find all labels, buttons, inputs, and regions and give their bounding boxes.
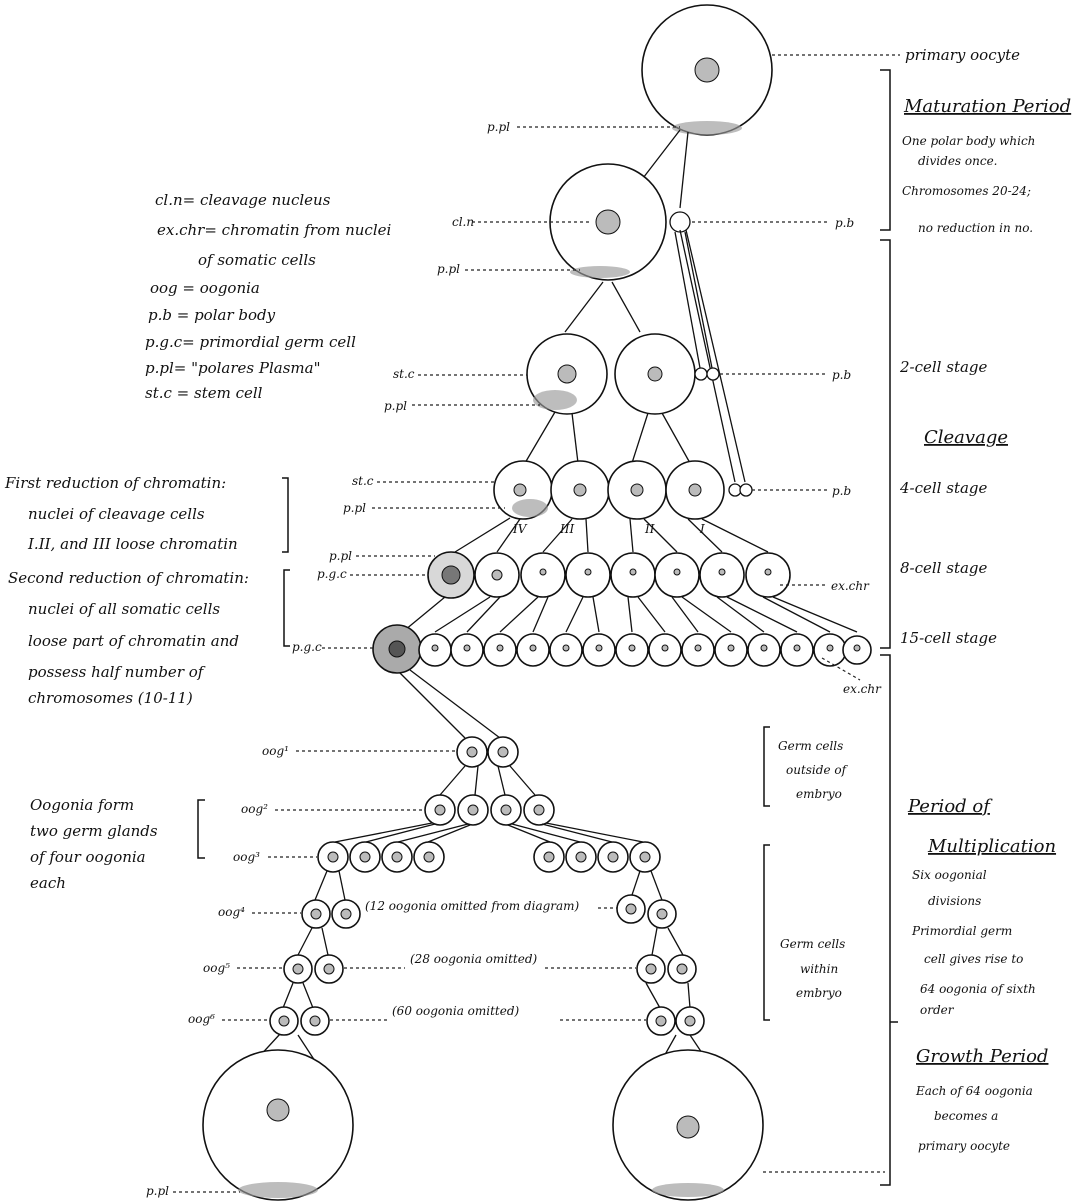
label-ppl-2: p.pl xyxy=(437,262,460,276)
oogonia-form-4: each xyxy=(30,874,66,892)
label-oog1: oog¹ xyxy=(262,744,289,758)
first-reduction-2: nuclei of cleavage cells xyxy=(28,505,205,523)
primary-oocyte-left xyxy=(203,1050,353,1200)
germ-outside-3: embryo xyxy=(796,787,842,801)
second-reduction-2: nuclei of all somatic cells xyxy=(28,600,220,618)
second-reduction-1: Second reduction of chromatin: xyxy=(8,569,249,587)
label-oog2: oog² xyxy=(241,802,268,816)
label-oog6: oog⁶ xyxy=(188,1012,215,1026)
maturation-note-2: divides once. xyxy=(918,154,997,168)
label-oog4: oog⁴ xyxy=(218,905,245,919)
germ-within-1: Germ cells xyxy=(780,937,845,951)
first-reduction-1: First reduction of chromatin: xyxy=(4,474,226,492)
legend: cl.n= cleavage nucleus ex.chr= chromatin… xyxy=(145,191,391,402)
label-stc-2: st.c xyxy=(352,474,374,488)
label-pb-3: p.b xyxy=(832,484,851,498)
second-reduction-3: loose part of chromatin and xyxy=(28,632,239,650)
mult-note-3: Primordial germ xyxy=(911,924,1012,938)
mult-note-4: cell gives rise to xyxy=(924,952,1023,966)
heading-maturation-period: Maturation Period xyxy=(903,96,1071,117)
mult-note-5: 64 oogonia of sixth xyxy=(920,982,1036,996)
growth-note-3: primary oocyte xyxy=(918,1139,1010,1153)
germ-outside-2: outside of xyxy=(786,763,849,777)
label-eight-cell: 8-cell stage xyxy=(900,559,988,577)
mult-note-2: divisions xyxy=(928,894,981,908)
legend-line-1: cl.n= cleavage nucleus xyxy=(155,191,331,209)
oogonia-form-1: Oogonia form xyxy=(30,796,134,814)
heading-cleavage: Cleavage xyxy=(924,427,1008,448)
four-cell-stage xyxy=(494,461,724,519)
primary-oocyte-right xyxy=(613,1050,763,1200)
label-fifteen-cell: 15-cell stage xyxy=(900,629,997,647)
heading-growth-period: Growth Period xyxy=(916,1046,1048,1067)
label-omit28: (28 oogonia omitted) xyxy=(410,952,538,966)
legend-line-8: st.c = stem cell xyxy=(145,384,263,402)
cleavage-cell-1 xyxy=(550,164,666,280)
label-oog5: oog⁵ xyxy=(203,961,230,975)
legend-line-2: ex.chr= chromatin from nuclei xyxy=(157,221,391,239)
maturation-note-3: Chromosomes 20-24; xyxy=(902,184,1031,198)
label-two-cell: 2-cell stage xyxy=(899,358,988,376)
second-reduction-5: chromosomes (10-11) xyxy=(28,689,193,707)
label-ppl-5: p.pl xyxy=(329,549,352,563)
mult-note-6: order xyxy=(920,1003,955,1017)
growth-note-1: Each of 64 oogonia xyxy=(915,1084,1033,1098)
legend-line-7: p.pl= "polares Plasma" xyxy=(145,359,321,377)
primary-oocyte-top xyxy=(642,5,900,135)
germ-within-2: within xyxy=(800,962,838,976)
polar-body-1 xyxy=(670,212,690,232)
roman-4: IV xyxy=(512,522,528,536)
oogonia-form-2: two germ glands xyxy=(30,822,158,840)
growth-note-2: becomes a xyxy=(934,1109,998,1123)
legend-line-6: p.g.c= primordial germ cell xyxy=(145,333,356,351)
legend-line-3: of somatic cells xyxy=(198,251,316,269)
label-pgc-2: p.g.c xyxy=(292,640,322,654)
label-oog3: oog³ xyxy=(233,850,260,864)
label-ppl-6: p.pl xyxy=(146,1184,169,1198)
mult-note-1: Six oogonial xyxy=(912,868,987,882)
label-stc-1: st.c xyxy=(393,367,415,381)
legend-line-4: oog = oogonia xyxy=(150,279,260,297)
heading-period-mult-1: Period of xyxy=(907,796,993,817)
second-reduction-4: possess half number of xyxy=(28,663,206,681)
maturation-note-1: One polar body which xyxy=(902,134,1035,148)
oog3-cells xyxy=(318,842,660,872)
label-cln: cl.n xyxy=(452,215,474,229)
label-exchr-1: ex.chr xyxy=(831,579,870,593)
label-exchr-2: ex.chr xyxy=(843,682,882,696)
eight-cell-stage xyxy=(428,552,790,598)
label-ppl-3: p.pl xyxy=(384,399,407,413)
label-omit60: (60 oogonia omitted) xyxy=(392,1004,520,1018)
label-ppl-4: p.pl xyxy=(343,501,366,515)
oog1-cells xyxy=(457,737,518,767)
germ-outside-1: Germ cells xyxy=(778,739,843,753)
oogonia-form-3: of four oogonia xyxy=(30,848,146,866)
label-ppl-1: p.pl xyxy=(487,120,510,134)
germ-within-3: embryo xyxy=(796,986,842,1000)
oog2-cells xyxy=(425,795,554,825)
label-omit12: (12 oogonia omitted from diagram) xyxy=(365,899,580,913)
maturation-note-4: no reduction in no. xyxy=(918,221,1033,235)
two-cell-stage xyxy=(527,334,695,414)
label-pgc-1: p.g.c xyxy=(317,567,347,581)
heading-period-mult-2: Multiplication xyxy=(927,836,1056,857)
label-four-cell: 4-cell stage xyxy=(899,479,988,497)
label-pb-2: p.b xyxy=(832,368,851,382)
legend-line-5: p.b = polar body xyxy=(148,306,276,324)
label-pb-1: p.b xyxy=(835,216,854,230)
label-primary-oocyte-top: primary oocyte xyxy=(905,46,1020,64)
first-reduction-3: I.II, and III loose chromatin xyxy=(27,535,238,553)
